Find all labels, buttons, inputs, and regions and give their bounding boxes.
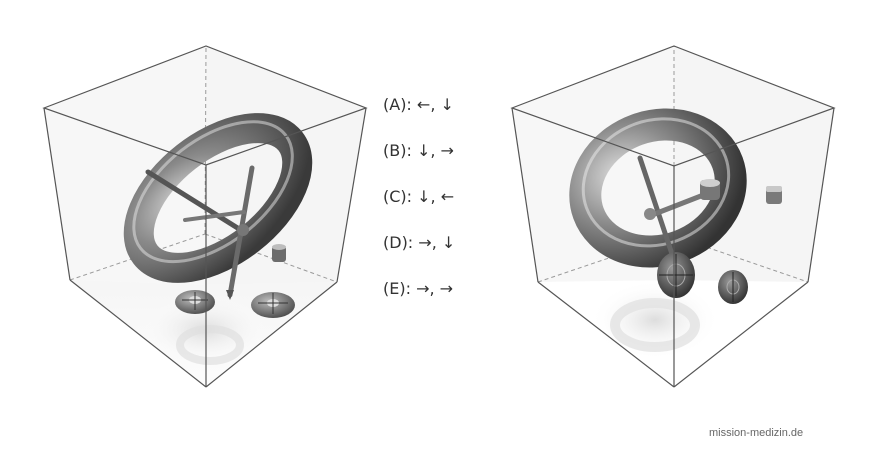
option-c[interactable]: (C): ↓, ← bbox=[383, 187, 455, 206]
rods bbox=[145, 165, 255, 300]
torus-ring bbox=[569, 108, 747, 268]
cube-left-view bbox=[42, 45, 368, 388]
disk-large bbox=[657, 252, 695, 298]
floor-shadow bbox=[590, 280, 720, 360]
watermark: mission-medizin.de bbox=[709, 427, 804, 439]
cube-right-view bbox=[510, 45, 836, 388]
disk-right bbox=[251, 292, 295, 318]
rods bbox=[637, 155, 709, 269]
cube-edges bbox=[42, 45, 368, 388]
disk-left bbox=[175, 290, 215, 314]
option-e[interactable]: (E): →, → bbox=[383, 279, 454, 298]
small-cylinder bbox=[272, 244, 286, 262]
disk-small bbox=[718, 270, 748, 304]
option-b[interactable]: (B): ↓, → bbox=[383, 141, 454, 160]
answer-options: (A): ←, ↓ (B): ↓, → (C): ↓, ← (D): →, ↓ … bbox=[383, 94, 455, 324]
option-d[interactable]: (D): →, ↓ bbox=[383, 233, 456, 252]
small-cylinder bbox=[700, 179, 720, 200]
option-a[interactable]: (A): ←, ↓ bbox=[383, 95, 454, 114]
cube-edges bbox=[510, 45, 836, 388]
small-cube bbox=[766, 186, 782, 204]
floor-shadow bbox=[140, 295, 270, 365]
